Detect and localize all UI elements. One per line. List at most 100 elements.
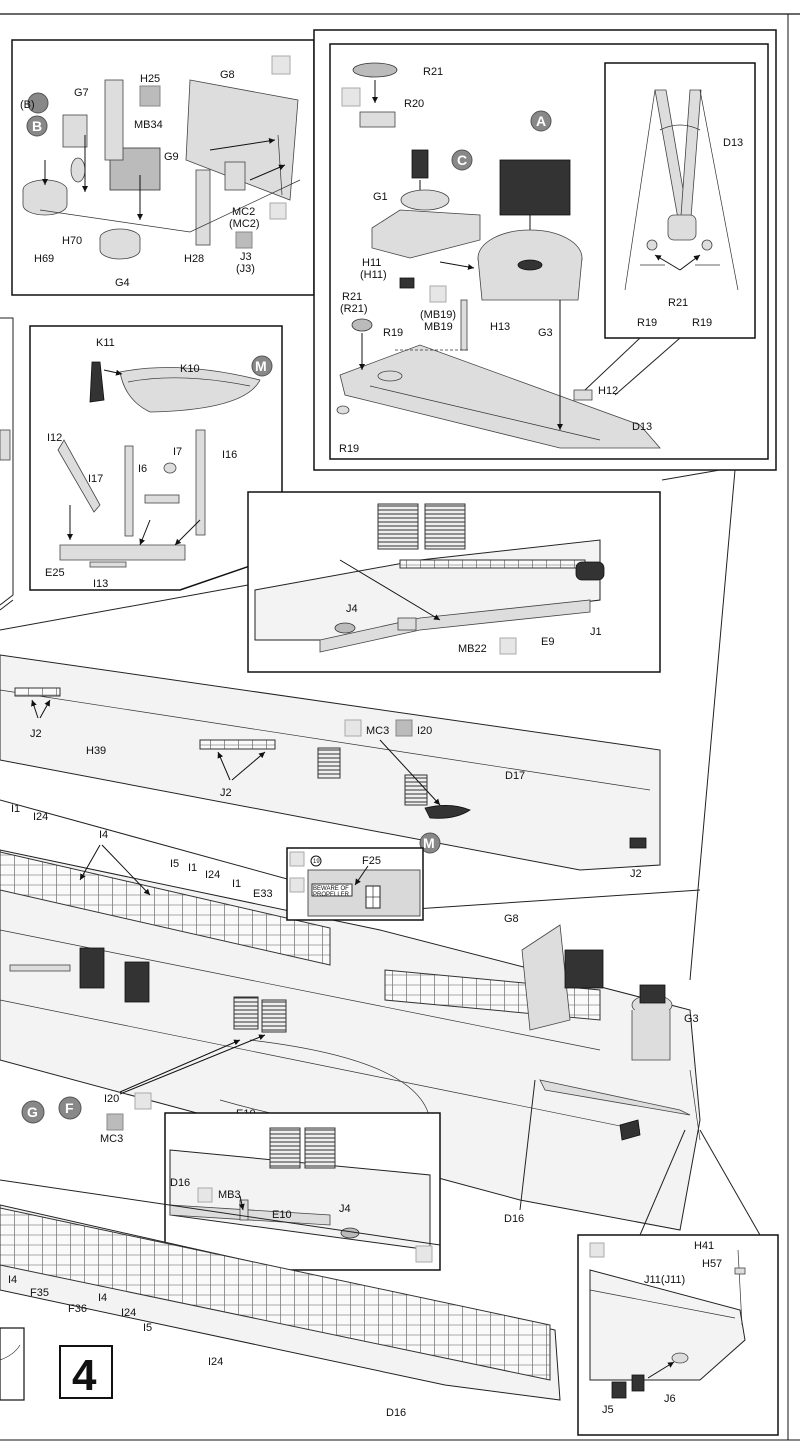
label-e9: E9 [541,636,554,648]
label-i7: I7 [173,446,182,458]
part-gun-a [499,159,571,216]
label-mb19: MB19 [424,321,453,333]
vent-louver [317,747,341,779]
label-i13: I13 [93,578,108,590]
connector [639,1129,686,1236]
connector [699,1129,761,1236]
sign-text-1: BEWARE OF [313,886,349,892]
part-gun-c [411,149,429,179]
badge-b-paren [27,92,49,114]
badge-c-letter: C [457,152,467,168]
paint-icon [344,719,362,737]
label-j1: J1 [590,626,602,638]
hawse-pipe [671,1352,689,1364]
label-mb19-paren: (MB19) [420,309,456,321]
vent-louver [377,503,419,550]
label-r19-a: R19 [383,327,403,339]
paint-icon [429,285,447,303]
label-i24-b2: I24 [208,1356,223,1368]
badge-f [58,1096,82,1120]
label-i12: I12 [47,432,62,444]
part-i16 [195,429,206,536]
label-g7: G7 [74,87,89,99]
label-i1-b: I1 [188,862,197,874]
part-h28 [195,169,211,246]
label-i24-b1: I24 [121,1307,136,1319]
label-j3: J3 [240,251,252,263]
step-number: 4 [72,1351,97,1400]
label-i4-b1: I4 [8,1274,17,1286]
vent-louver [261,999,287,1033]
label-g8: G8 [220,69,235,81]
lower-hull: I1 I24 I4 I5 I1 I24 I1 E33 G8 G3 I20 MC3… [0,803,701,1231]
label-i6: I6 [138,463,147,475]
label-g3: G3 [538,327,553,339]
decal-icon [395,719,413,737]
label-g8: G8 [504,913,519,925]
part-e10 [169,1204,331,1226]
label-b-paren: (B) [20,99,35,111]
label-h25: H25 [140,73,160,85]
part-h70 [70,157,86,183]
part-mb3 [239,1199,249,1221]
label-h69: H69 [34,253,54,265]
badge-c [451,149,473,171]
decal-icon [341,87,361,107]
label-i5-a: I5 [170,858,179,870]
panel-top-left: (B) B G7 H25 MB34 G8 G9 H70 H69 G4 H28 M… [11,39,315,296]
label-d16-bottom: D16 [386,1407,406,1419]
part-j1 [575,561,605,581]
badge-m-letter: M [423,835,435,851]
label-j4-detail: J4 [339,1203,351,1215]
part-d13-deck [339,344,661,449]
panel-f25-sign: 19 F25 BEWARE OF PROPELLER [286,847,424,921]
bottom-hull: I4 F35 F36 I4 I24 I5 I24 D16 [0,1179,561,1419]
label-h70: H70 [62,235,82,247]
part-j4 [334,622,356,634]
label-mb3: MB3 [218,1189,241,1201]
paint-icon [271,55,291,75]
part-g1 [371,209,481,259]
label-h57: H57 [702,1258,722,1270]
panel-bow-detail: H41 H57 J11(J11) J6 J5 [577,1129,779,1436]
panel-boat: M K11 K10 I12 I7 I6 I16 I17 E25 I13 [29,325,283,591]
label-e25: E25 [45,567,65,579]
label-j6: J6 [664,1393,676,1405]
part-j5 [611,1381,627,1399]
badge-f-letter: F [65,1100,74,1116]
label-g3: G3 [684,1013,699,1025]
badge-m [251,355,273,377]
label-j4: J4 [346,603,358,615]
paint-icon [134,1092,152,1110]
label-r21-top: R21 [423,66,443,78]
part-e9 [319,599,591,653]
paint-icon [415,1245,433,1263]
label-k10: K10 [180,363,200,375]
label-i16: I16 [222,449,237,461]
label-mb34: MB34 [134,119,163,131]
part-i7 [163,462,177,474]
label-g4: G4 [115,277,130,289]
part-g-assembly [124,961,150,1003]
label-h28: H28 [184,253,204,265]
label-mb22: MB22 [458,643,487,655]
part-h11 [399,277,415,289]
label-g1: G1 [373,191,388,203]
badge-a [530,110,552,132]
part-i12 [57,439,101,513]
step-number-box [59,1345,113,1399]
label-i4-b2: I4 [98,1292,107,1304]
label-h39: H39 [86,745,106,757]
label-i24-b: I24 [205,869,220,881]
label-r19-b: R19 [339,443,359,455]
label-j2-a: J2 [30,728,42,740]
vent-louver [424,503,466,550]
label-d16-detail: D16 [170,1177,190,1189]
label-d13-b: D13 [632,421,652,433]
boat-in-place [424,805,471,819]
label-d16: D16 [504,1213,524,1225]
label-j2-c: J2 [630,868,642,880]
vent-louver [304,1127,336,1169]
part-r19 [377,370,403,382]
vent-louver [404,774,428,806]
